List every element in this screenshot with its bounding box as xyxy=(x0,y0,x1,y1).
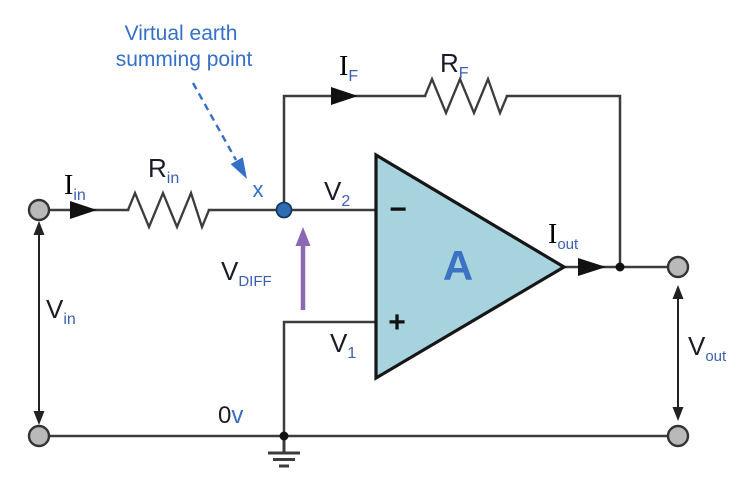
wire-feedback-up xyxy=(282,94,427,204)
label-iin: Iin xyxy=(64,170,86,204)
label-v2: V2 xyxy=(324,176,350,210)
label-0v: 0v xyxy=(218,402,243,429)
opamp-minus-sign: − xyxy=(389,193,407,226)
ground-junction-dot xyxy=(279,431,289,441)
label-vout: Vout xyxy=(688,331,727,365)
iout-arrowhead xyxy=(578,258,606,276)
opamp-plus-sign: + xyxy=(388,306,406,339)
opamp-gain-label: A xyxy=(443,242,473,289)
wire-non-inverting-input xyxy=(282,320,378,438)
label-rin: Rin xyxy=(148,153,179,187)
output-junction-dot xyxy=(615,262,625,272)
resistor-rin xyxy=(126,189,211,231)
vin-measure-arrow xyxy=(33,221,45,425)
label-if: IF xyxy=(339,51,358,85)
label-iout: Iout xyxy=(548,219,579,253)
summing-node-x xyxy=(275,201,293,219)
label-rf: RF xyxy=(440,48,469,82)
resistor-rf xyxy=(423,75,509,117)
vdiff-arrow xyxy=(295,227,311,310)
annotation-arrow xyxy=(191,82,247,179)
annotation-line1: Virtual earth xyxy=(125,22,238,45)
iin-arrowhead xyxy=(70,201,97,219)
opamp-triangle xyxy=(374,152,568,381)
wire-feedback-down xyxy=(505,94,622,269)
vout-measure-arrow xyxy=(672,285,684,421)
bottom-right-terminal xyxy=(666,424,690,448)
output-terminal xyxy=(666,255,690,279)
node-x-label: x xyxy=(253,177,264,202)
annotation-line2: summing point xyxy=(116,48,253,71)
bottom-left-terminal xyxy=(27,424,51,448)
if-arrowhead xyxy=(331,87,358,105)
ground-symbol xyxy=(268,436,300,468)
label-vdiff: VDIFF xyxy=(221,256,272,290)
label-vin: Vin xyxy=(46,294,76,328)
label-v1: V1 xyxy=(330,328,356,362)
input-terminal xyxy=(27,198,51,222)
